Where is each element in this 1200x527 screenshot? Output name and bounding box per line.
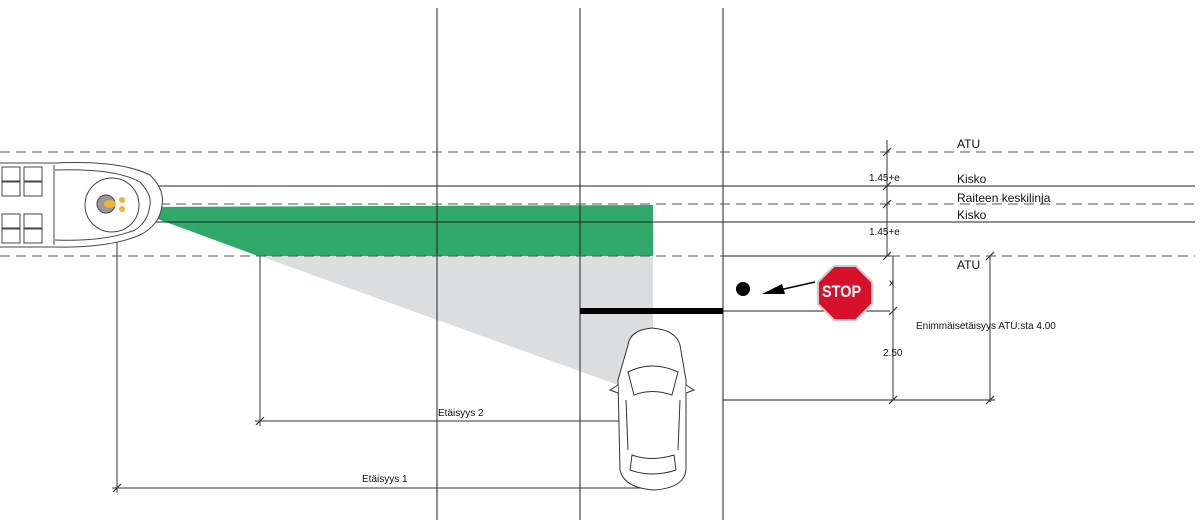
label-atu-bottom: ATU: [957, 258, 981, 272]
stop-sign-icon: [817, 265, 873, 321]
dim-250: 2.50: [883, 348, 903, 359]
blind-zone: [260, 256, 653, 400]
vertical-lines: [436, 8, 724, 520]
stop-sign-text: STOP: [822, 282, 862, 301]
label-centerline: Raiteen keskilinja: [957, 191, 1051, 205]
tram-icon: [0, 162, 163, 248]
dashed-lines: [0, 151, 1195, 257]
label-kisko-bottom: Kisko: [957, 208, 987, 222]
visible-zone: [125, 205, 653, 256]
dim-bottom: 1.45+e: [869, 227, 900, 238]
max-distance-label: Enimmäisetäisyys ATU:sta 4.00: [916, 321, 1056, 332]
dimension-lines: [112, 140, 995, 493]
car-icon: [608, 327, 696, 491]
pedestrian-dot: [736, 282, 750, 296]
label-atu-top: ATU: [957, 137, 981, 151]
dim-top: 1.45+e: [869, 173, 900, 184]
distance-1-label: Etäisyys 1: [362, 474, 408, 485]
label-kisko-top: Kisko: [957, 172, 987, 186]
distance-2-label: Etäisyys 2: [438, 408, 484, 419]
dim-x: x: [889, 278, 894, 289]
arrow-icon: [762, 281, 816, 294]
